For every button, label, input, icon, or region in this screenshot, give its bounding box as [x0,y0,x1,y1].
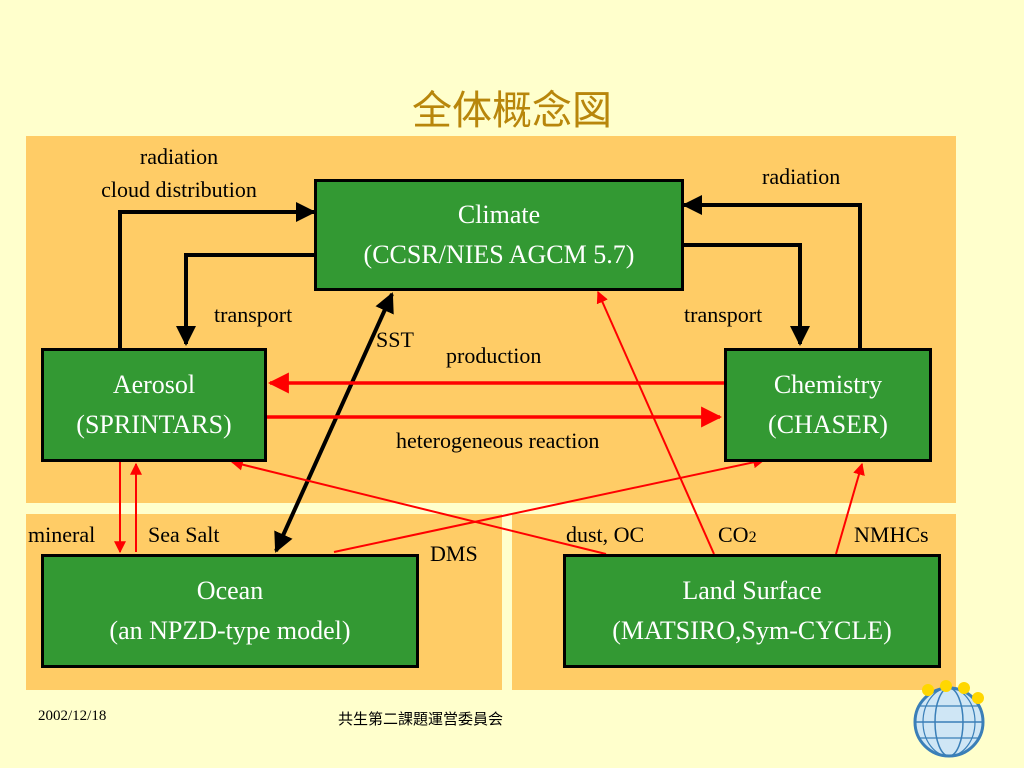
climate-box: Climate (CCSR/NIES AGCM 5.7) [314,179,684,291]
co2-text: CO [718,522,749,547]
dust-oc-label: dust, OC [566,522,645,547]
cloud-distribution-text: cloud distribution [101,177,257,202]
dms-label: DMS [430,541,478,566]
land-box: Land Surface (MATSIRO,Sym-CYCLE) [563,554,941,668]
aerosol-box: Aerosol (SPRINTARS) [41,348,267,462]
co2-label: CO2 [718,522,757,548]
aerosol-title: Aerosol [112,370,196,399]
footer-date: 2002/12/18 [38,708,107,724]
ocean-subtitle: (an NPZD-type model) [109,616,351,645]
transport-right-label: transport [684,302,763,327]
chemistry-box: Chemistry (CHASER) [724,348,932,462]
climate-ocean-sst-arrow [274,292,394,553]
climate-to-chemistry-arrow [684,243,810,346]
mineral-label: mineral [28,522,96,547]
chemistry-title: Chemistry [773,370,883,399]
nmhcs-label: NMHCs [854,522,929,547]
radiation-left-text: radiation [139,144,219,169]
climate-title: Climate [457,200,541,229]
chemistry-subtitle: (CHASER) [768,410,888,439]
aerosol-subtitle: (SPRINTARS) [76,410,232,439]
aerosol-to-climate-arrow [118,202,316,348]
dust-oc-arrow [230,458,607,555]
sea-salt-label: Sea Salt [148,522,220,547]
land-title: Land Surface [682,576,822,605]
radiation-cloud-label: radiation cloud distribution [76,140,282,206]
globe-logo-icon [913,680,985,758]
sst-label: SST [376,327,414,352]
production-label: production [446,343,542,368]
dms-arrow [333,456,766,553]
co2-arrow [596,290,715,555]
transport-left-label: transport [214,302,293,327]
footer-organization: 共生第二課題運営委員会 [338,710,504,728]
heterogeneous-label: heterogeneous reaction [396,428,600,453]
co2-subscript: 2 [748,529,757,546]
ocean-box: Ocean (an NPZD-type model) [41,554,419,668]
nmhcs-arrow [835,462,865,555]
land-subtitle: (MATSIRO,Sym-CYCLE) [612,616,892,645]
climate-subtitle: (CCSR/NIES AGCM 5.7) [363,240,635,269]
slide-title: 全体概念図 [412,88,612,134]
radiation-right-label: radiation [762,164,841,189]
ocean-title: Ocean [196,576,264,605]
climate-to-aerosol-arrow [176,253,314,346]
chemistry-to-climate-arrow [682,195,862,348]
